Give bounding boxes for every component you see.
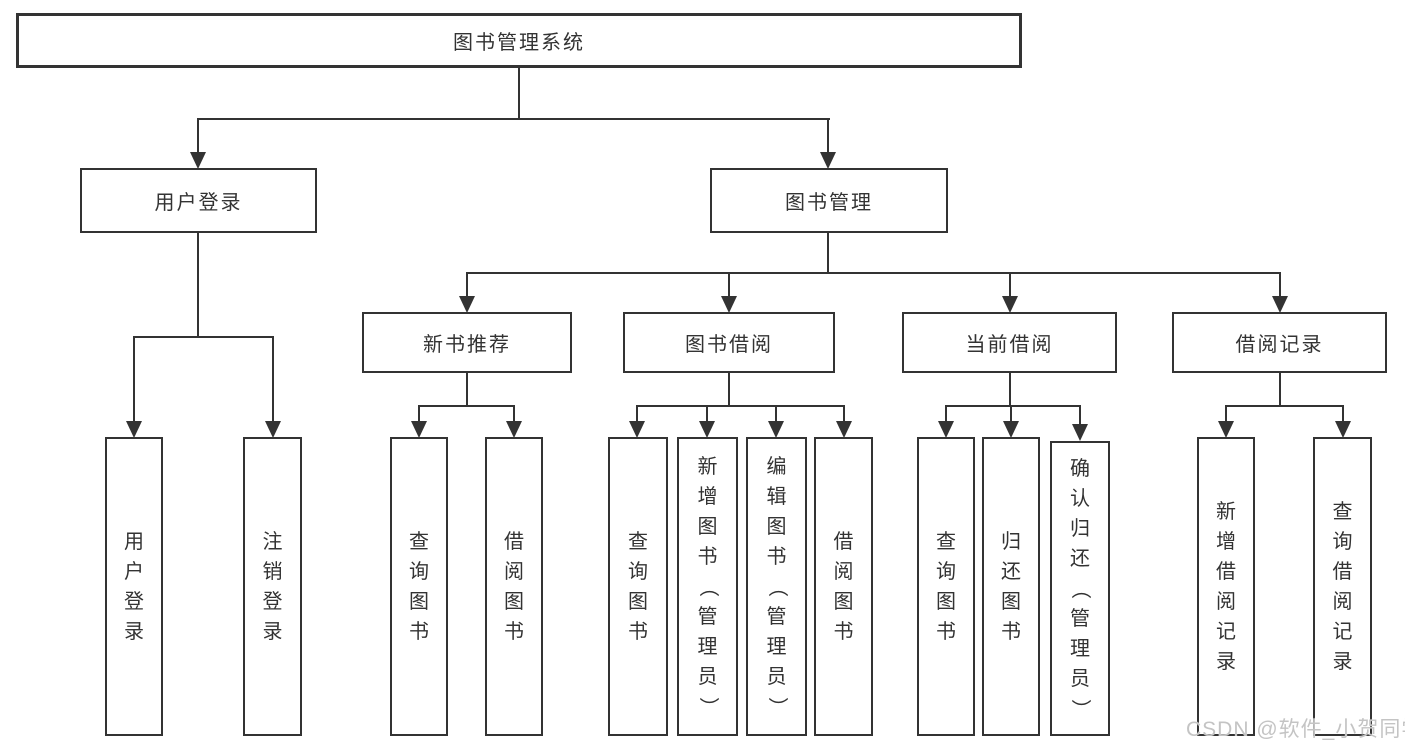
arrow-g3-2	[699, 421, 715, 438]
arrow-g3-4	[836, 421, 852, 438]
node-book-borrow: 图书借阅	[623, 312, 835, 373]
leaf-label: 查询图书	[936, 530, 956, 643]
connector-g3-stem	[728, 373, 730, 407]
arrow-book-borrow	[721, 296, 737, 313]
arrow-g4-2	[1003, 421, 1019, 438]
node-label: 图书借阅	[685, 334, 773, 356]
arrow-current-borrow	[1002, 296, 1018, 313]
connector-g4-drop1	[945, 405, 947, 423]
connector-book-mgmt-drop	[827, 118, 829, 153]
connector-current-borrow-drop	[1009, 272, 1011, 298]
leaf-add-borrow-record: 新增借阅记录	[1197, 437, 1255, 736]
leaf-borrow-books-recommend: 借阅图书	[485, 437, 543, 736]
connector-g2-drop2	[513, 405, 515, 423]
connector-g5-hline	[1225, 405, 1343, 407]
connector-leaf-login-drop	[133, 336, 135, 422]
leaf-label: 借阅图书	[504, 530, 524, 643]
leaf-label: 新增图书（管理员）	[696, 455, 719, 717]
connector-g2-hline	[418, 405, 515, 407]
connector-book-borrow-drop	[728, 272, 730, 298]
arrow-g2-2	[506, 421, 522, 438]
leaf-label: 用户登录	[124, 530, 144, 643]
arrow-g4-3	[1072, 424, 1088, 441]
node-label: 借阅记录	[1235, 334, 1324, 356]
connector-new-book-drop	[466, 272, 468, 298]
connector-g3-drop2	[706, 405, 708, 423]
arrow-g2-1	[411, 421, 427, 438]
arrow-book-mgmt	[820, 152, 836, 169]
connector-user-login-drop	[197, 118, 199, 153]
leaf-label: 查询图书	[409, 530, 429, 643]
arrow-borrow-record	[1272, 296, 1288, 313]
arrow-leaf-login	[126, 421, 142, 438]
connector-g2-drop1	[418, 405, 420, 423]
connector-user-login-stem	[197, 233, 199, 338]
leaf-borrow-books: 借阅图书	[814, 437, 873, 736]
csdn-watermark: CSDN @软件_小贺同学	[1186, 718, 1405, 741]
connector-g2-stem	[466, 373, 468, 407]
connector-g3-drop3	[775, 405, 777, 423]
node-label: 当前借阅	[965, 334, 1054, 356]
connector-g5-drop1	[1225, 405, 1227, 423]
leaf-query-borrow-record: 查询借阅记录	[1313, 437, 1372, 736]
leaf-edit-book-admin: 编辑图书（管理员）	[746, 437, 807, 736]
leaf-label: 查询借阅记录	[1332, 500, 1353, 673]
node-current-borrow: 当前借阅	[902, 312, 1117, 373]
leaf-query-books-current: 查询图书	[917, 437, 975, 736]
connector-leaf-logout-drop	[272, 336, 274, 422]
leaf-user-login: 用户登录	[105, 437, 163, 736]
node-new-book-recommend: 新书推荐	[362, 312, 572, 373]
connector-book-mgmt-stem	[827, 233, 829, 273]
connector-g5-stem	[1279, 373, 1281, 407]
arrow-user-login	[190, 152, 206, 169]
arrow-leaf-logout	[265, 421, 281, 438]
arrow-g5-1	[1218, 421, 1234, 438]
connector-g4-stem	[1009, 373, 1011, 407]
node-user-login: 用户登录	[80, 168, 317, 233]
leaf-confirm-return-admin: 确认归还（管理员）	[1050, 441, 1110, 736]
node-label: 图书管理系统	[453, 32, 585, 54]
leaf-label: 借阅图书	[833, 530, 854, 643]
arrow-new-book	[459, 296, 475, 313]
connector-root-stem	[518, 68, 520, 120]
connector-level3-hline	[466, 272, 1281, 274]
connector-user-login-hline	[133, 336, 274, 338]
node-label: 图书管理	[785, 192, 873, 214]
leaf-query-books-recommend: 查询图书	[390, 437, 448, 736]
leaf-label: 查询图书	[628, 530, 648, 643]
connector-g5-drop2	[1342, 405, 1344, 423]
connector-g3-drop4	[843, 405, 845, 423]
connector-g3-hline	[636, 405, 845, 407]
connector-g4-drop3	[1079, 405, 1081, 425]
leaf-label: 注销登录	[262, 530, 283, 643]
node-label: 新书推荐	[423, 334, 511, 356]
leaf-logout: 注销登录	[243, 437, 302, 736]
leaf-label: 归还图书	[1001, 530, 1021, 643]
arrow-g3-3	[768, 421, 784, 438]
node-library-management-system: 图书管理系统	[16, 13, 1022, 68]
connector-g4-hline	[945, 405, 1081, 407]
connector-borrow-record-drop	[1279, 272, 1281, 298]
arrow-g4-1	[938, 421, 954, 438]
leaf-label: 确认归还（管理员）	[1069, 457, 1091, 719]
arrow-g5-2	[1335, 421, 1351, 438]
connector-g4-drop2	[1010, 405, 1012, 423]
node-book-management: 图书管理	[710, 168, 948, 233]
leaf-return-books: 归还图书	[982, 437, 1040, 736]
node-borrow-records: 借阅记录	[1172, 312, 1387, 373]
arrow-g3-1	[629, 421, 645, 438]
leaf-query-books-borrow: 查询图书	[608, 437, 668, 736]
connector-g3-drop1	[636, 405, 638, 423]
leaf-add-book-admin: 新增图书（管理员）	[677, 437, 738, 736]
leaf-label: 新增借阅记录	[1216, 500, 1236, 673]
leaf-label: 编辑图书（管理员）	[765, 455, 788, 717]
connector-level2-hline	[197, 118, 830, 120]
node-label: 用户登录	[154, 192, 243, 214]
